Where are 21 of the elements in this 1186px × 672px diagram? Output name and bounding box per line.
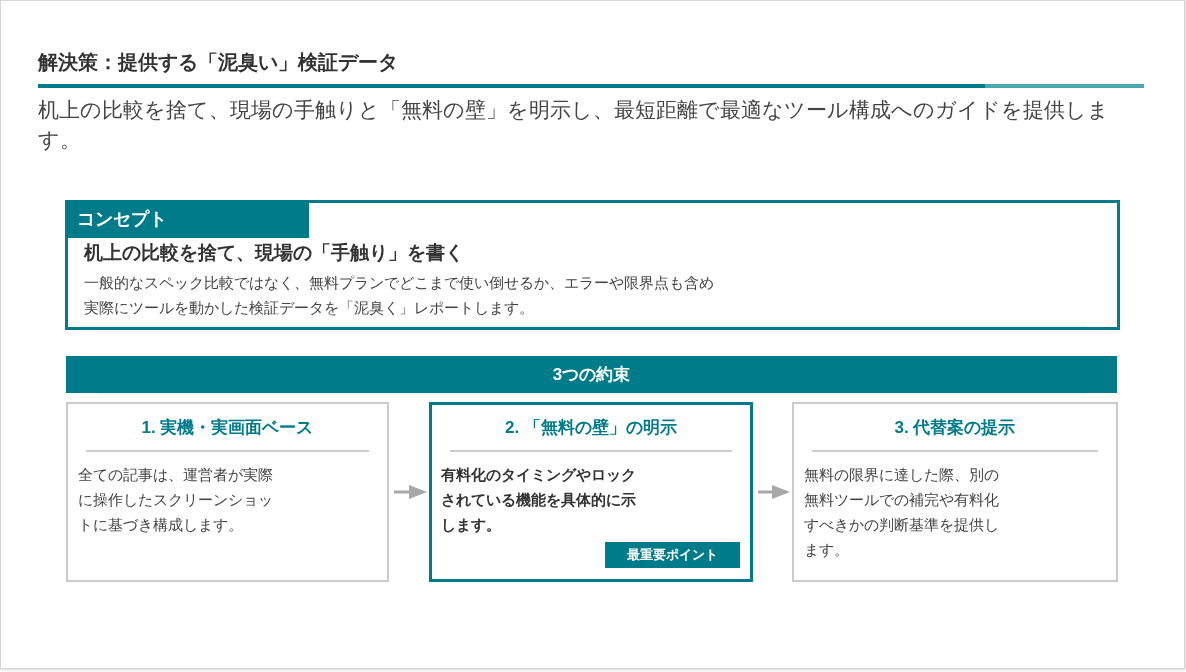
banner-title: 3つの約束 — [552, 363, 631, 386]
promise-card — [429, 402, 753, 582]
body-text: 有料化のタイミングやロックされている機能を具体的に示します。 — [440, 465, 637, 535]
title: 解決策：提供する「泥臭い」検証データ — [38, 50, 398, 75]
promise-card — [66, 402, 389, 582]
arrow — [758, 485, 790, 499]
heading: 机上の比較を捨て、現場の「手触り」を書く — [84, 241, 465, 265]
concept-panel — [65, 200, 1120, 330]
tag-text: 最重要ポイント — [627, 546, 718, 564]
heading: 1. 実機・実画面ベース — [140, 417, 315, 439]
subtitle: 机上の比較を捨て、現場の手触りと「無料の壁」を明示し、最短距離で最適なツール構成へのガイドを提供します。 — [38, 97, 1110, 153]
heading: 3. 代替案の提示 — [893, 417, 1017, 439]
promise-card — [792, 402, 1118, 582]
tab-label: コンセプト — [65, 200, 309, 238]
body-text: 無料の限界に達した際、別の無料ツールでの補完や有料化すべきかの判断基準を提供します。 — [803, 465, 1000, 560]
heading: 2. 「無料の壁」の明示 — [504, 417, 678, 439]
banner-band — [66, 356, 1117, 393]
body-text: 全ての記事は、運営者が実際に操作したスクリーンショットに基づき構成します。 — [77, 465, 274, 535]
arrow — [394, 485, 427, 499]
highlight-tag — [605, 542, 740, 568]
body-text: 一般的なスペック比較ではなく、無料プランでどこまで使い倒せるか、エラーや限界点も含め実際にツールを動かした検証データを「泥臭く」レポートします。 — [84, 273, 715, 318]
